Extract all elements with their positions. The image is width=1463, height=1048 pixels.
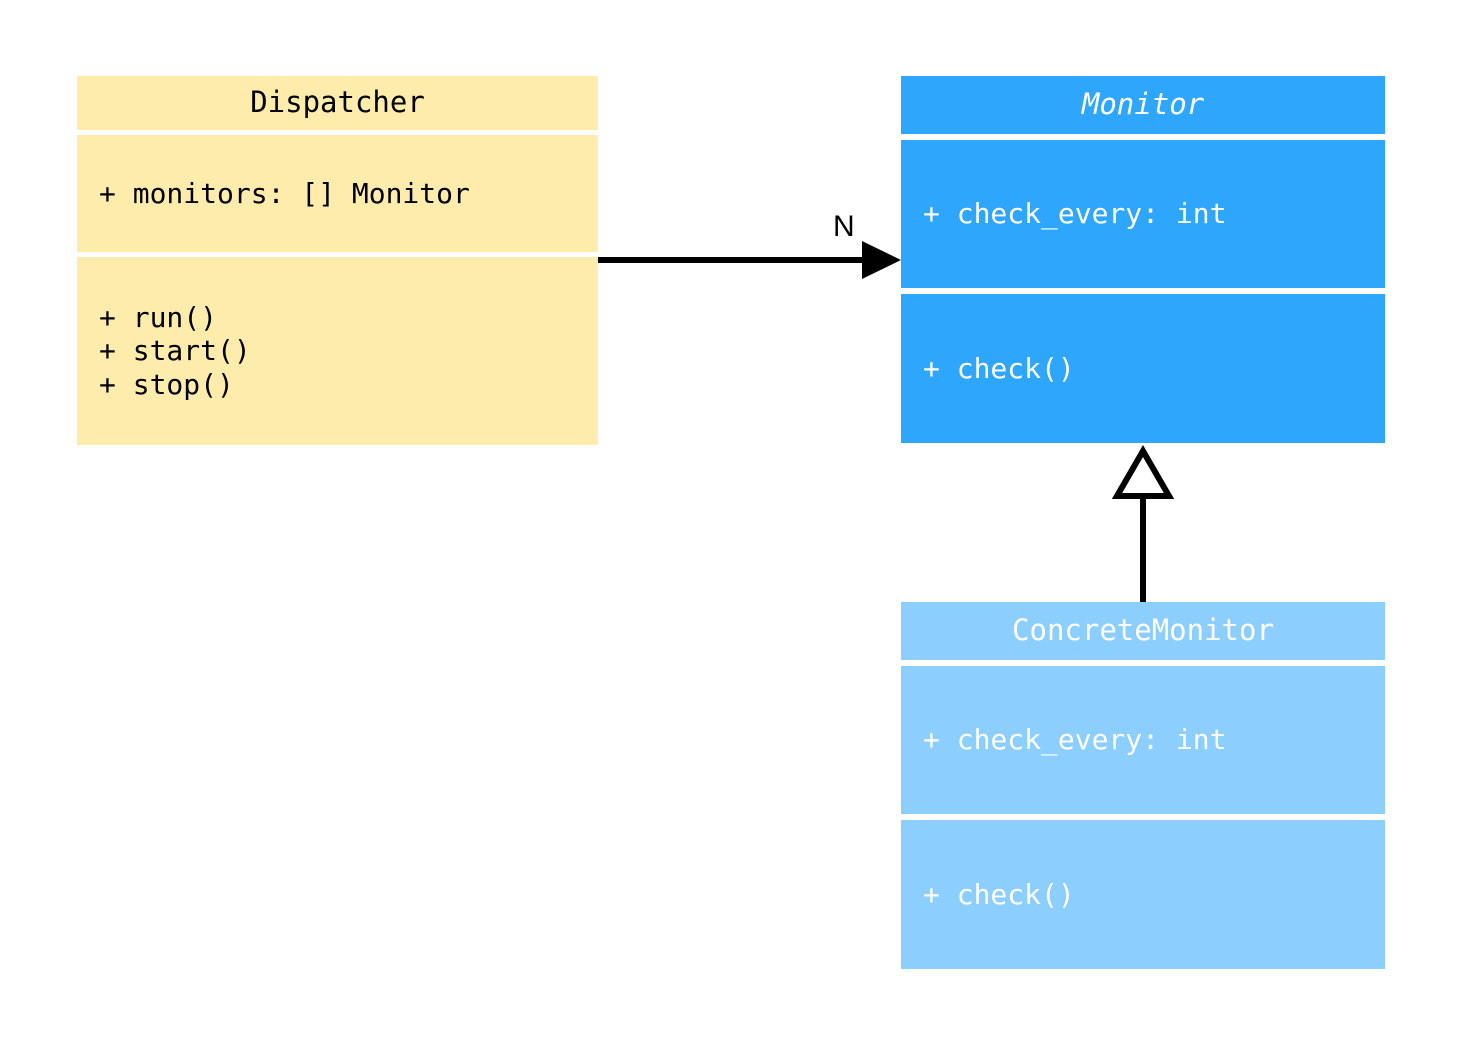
operation-row: + stop() <box>99 367 234 401</box>
operation-row: + start() <box>99 334 251 368</box>
operation-row: + check() <box>923 351 1075 385</box>
class-box-concrete-monitor[interactable]: ConcreteMonitor + check_every: int + che… <box>901 602 1385 969</box>
class-operations-compartment-dispatcher: + run() + start() + stop() <box>77 257 598 445</box>
class-attributes-compartment-monitor: + check_every: int <box>901 140 1385 288</box>
class-name-concrete-monitor: ConcreteMonitor <box>1012 613 1274 648</box>
attribute-row: + monitors: [] Monitor <box>99 176 470 210</box>
class-operations-compartment-monitor: + check() <box>901 294 1385 443</box>
attribute-row: + check_every: int <box>923 723 1227 757</box>
association-edge-dispatcher-monitor <box>598 241 901 279</box>
class-box-monitor[interactable]: Monitor + check_every: int + check() <box>901 76 1385 443</box>
class-attributes-compartment-dispatcher: + monitors: [] Monitor <box>77 135 598 252</box>
class-name-monitor: Monitor <box>1081 87 1205 122</box>
attribute-row: + check_every: int <box>923 197 1227 231</box>
operation-row: + run() <box>99 301 218 335</box>
association-multiplicity-label: N <box>833 210 855 243</box>
generalization-edge-concrete-monitor-monitor <box>1111 445 1175 602</box>
operation-row: + check() <box>923 877 1075 911</box>
class-attributes-compartment-concrete-monitor: + check_every: int <box>901 666 1385 814</box>
class-title-compartment-monitor: Monitor <box>901 76 1385 134</box>
class-title-compartment-dispatcher: Dispatcher <box>77 76 598 130</box>
class-operations-compartment-concrete-monitor: + check() <box>901 820 1385 969</box>
class-name-dispatcher: Dispatcher <box>250 85 425 120</box>
class-box-dispatcher[interactable]: Dispatcher + monitors: [] Monitor + run(… <box>77 76 598 445</box>
class-title-compartment-concrete-monitor: ConcreteMonitor <box>901 602 1385 660</box>
